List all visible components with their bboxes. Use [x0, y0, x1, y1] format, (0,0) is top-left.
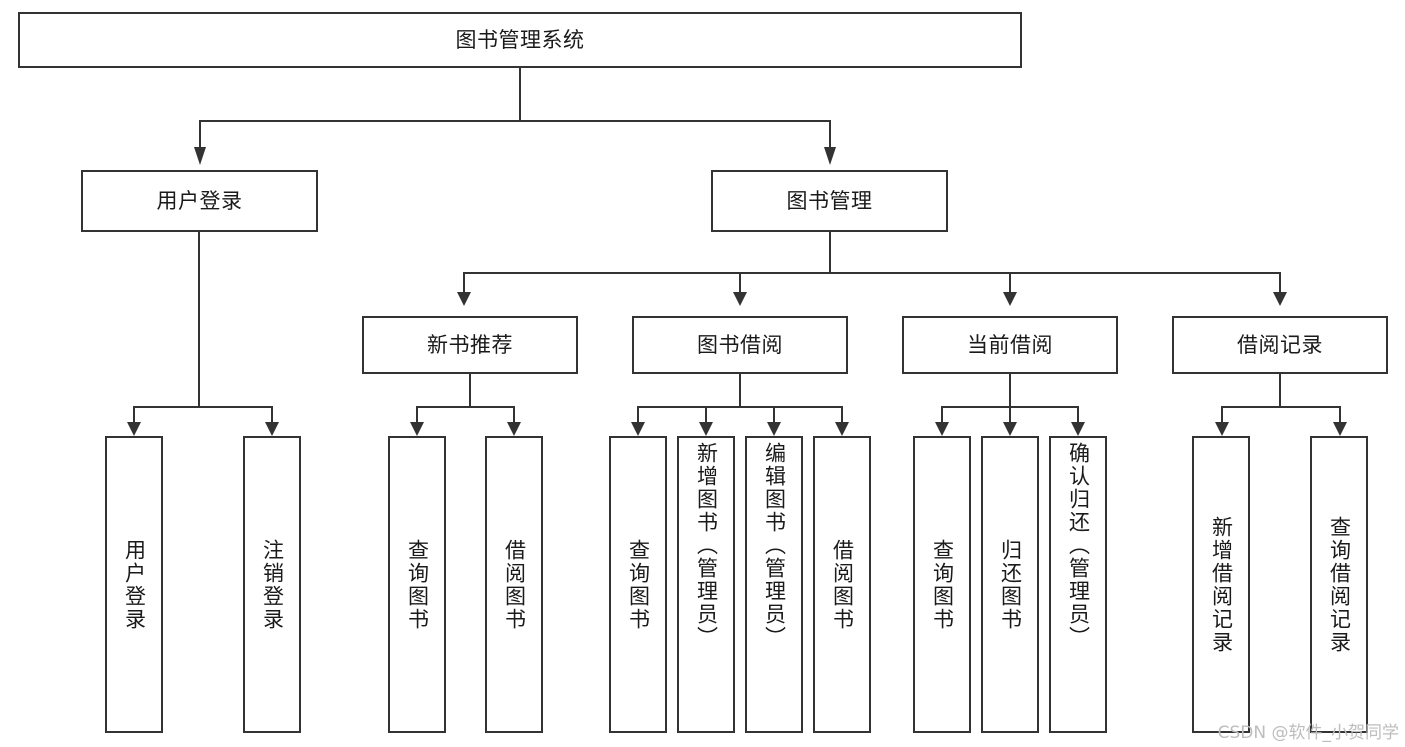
- arrow-level3-current-borrow: [1003, 292, 1017, 306]
- arrow-level3-book-borrow: [733, 292, 747, 306]
- leaf-book-borrow-borrow-book[interactable]: 借阅图书: [813, 436, 871, 733]
- connector-level3-drop-3: [1009, 272, 1011, 294]
- arrow-book-borrow-leaf-2: [699, 422, 713, 436]
- connector-level3-drop-2: [739, 272, 741, 294]
- node-label: 新书推荐: [427, 332, 513, 357]
- node-label: 借阅图书: [502, 538, 527, 631]
- leaf-user-login-login[interactable]: 用户登录: [105, 436, 163, 733]
- leaf-borrow-record-add-record[interactable]: 新增借阅记录: [1192, 436, 1250, 733]
- node-current-borrow[interactable]: 当前借阅: [902, 316, 1118, 374]
- node-label: 编辑图书（管理员）: [762, 442, 787, 649]
- arrow-book-borrow-leaf-1: [631, 422, 645, 436]
- connector-level3-drop-1: [463, 272, 465, 294]
- connector-new-book-drop-1: [416, 406, 418, 424]
- connector-user-login-drop-1: [133, 406, 135, 424]
- connector-book-borrow-stem: [739, 374, 741, 408]
- connector-book-borrow-drop-3: [773, 406, 775, 424]
- csdn-watermark: CSDN @软件_小贺同学: [1217, 723, 1399, 743]
- connector-current-borrow-stem: [1009, 374, 1011, 408]
- connector-current-borrow-drop-1: [941, 406, 943, 424]
- connector-root-stem: [519, 68, 521, 121]
- arrow-user-login-leaf-1: [127, 422, 141, 436]
- connector-level3-bus: [463, 272, 1280, 274]
- leaf-current-borrow-query-book[interactable]: 查询图书: [913, 436, 971, 733]
- node-new-book-recommend[interactable]: 新书推荐: [362, 316, 578, 374]
- node-label: 归还图书: [998, 538, 1023, 631]
- node-label: 注销登录: [260, 538, 285, 631]
- node-label: 用户登录: [156, 188, 243, 213]
- connector-new-book-bus: [416, 406, 515, 408]
- arrow-current-borrow-leaf-2: [1003, 422, 1017, 436]
- arrow-book-borrow-leaf-3: [767, 422, 781, 436]
- connector-book-management-stem: [829, 232, 831, 274]
- connector-borrow-record-stem: [1279, 374, 1281, 408]
- connector-root-to-user-login: [199, 120, 201, 148]
- connector-borrow-record-bus: [1221, 406, 1339, 408]
- connector-user-login-stem: [198, 232, 200, 408]
- connector-book-borrow-drop-4: [841, 406, 843, 424]
- connector-root-to-book-management: [829, 120, 831, 148]
- node-label: 确认归还（管理员）: [1066, 442, 1091, 649]
- connector-new-book-drop-2: [513, 406, 515, 424]
- leaf-book-borrow-edit-book-admin[interactable]: 编辑图书（管理员）: [745, 436, 803, 733]
- arrow-user-login-leaf-2: [265, 422, 279, 436]
- node-label: 查询图书: [405, 538, 430, 631]
- arrow-level3-borrow-record: [1273, 292, 1287, 306]
- leaf-book-borrow-add-book-admin[interactable]: 新增图书（管理员）: [677, 436, 735, 733]
- node-label: 查询图书: [626, 538, 651, 631]
- node-label: 借阅记录: [1237, 332, 1323, 357]
- connector-current-borrow-drop-3: [1077, 406, 1079, 424]
- node-label: 新增借阅记录: [1209, 515, 1234, 654]
- connector-root-bus: [199, 120, 831, 122]
- arrow-level3-new-book: [457, 292, 471, 306]
- node-label: 查询借阅记录: [1327, 515, 1352, 654]
- connector-book-borrow-drop-2: [705, 406, 707, 424]
- node-label: 用户登录: [122, 538, 147, 631]
- leaf-current-borrow-confirm-return-admin[interactable]: 确认归还（管理员）: [1049, 436, 1107, 733]
- node-label: 图书管理: [786, 188, 873, 213]
- arrow-borrow-record-leaf-1: [1215, 422, 1229, 436]
- connector-user-login-bus: [133, 406, 272, 408]
- arrow-current-borrow-leaf-1: [935, 422, 949, 436]
- node-user-login[interactable]: 用户登录: [81, 170, 318, 232]
- node-label: 图书管理系统: [455, 27, 585, 52]
- node-book-borrow[interactable]: 图书借阅: [632, 316, 848, 374]
- node-label: 当前借阅: [967, 332, 1053, 357]
- connector-book-borrow-bus: [637, 406, 841, 408]
- arrow-root-to-book-management: [824, 147, 836, 165]
- leaf-new-book-query-book[interactable]: 查询图书: [388, 436, 446, 733]
- node-label: 图书借阅: [697, 332, 783, 357]
- connector-current-borrow-drop-2: [1009, 406, 1011, 424]
- leaf-book-borrow-query-book[interactable]: 查询图书: [609, 436, 667, 733]
- arrow-current-borrow-leaf-3: [1071, 422, 1085, 436]
- arrow-borrow-record-leaf-2: [1333, 422, 1347, 436]
- node-label: 新增图书（管理员）: [694, 442, 719, 649]
- node-root-book-management-system[interactable]: 图书管理系统: [18, 12, 1022, 68]
- arrow-new-book-leaf-2: [507, 422, 521, 436]
- connector-book-borrow-drop-1: [637, 406, 639, 424]
- arrow-new-book-leaf-1: [410, 422, 424, 436]
- node-label: 借阅图书: [830, 538, 855, 631]
- connector-new-book-stem: [469, 374, 471, 408]
- leaf-user-login-logout[interactable]: 注销登录: [243, 436, 301, 733]
- connector-level3-drop-4: [1279, 272, 1281, 294]
- leaf-borrow-record-query-record[interactable]: 查询借阅记录: [1310, 436, 1368, 733]
- arrow-book-borrow-leaf-4: [835, 422, 849, 436]
- leaf-new-book-borrow-book[interactable]: 借阅图书: [485, 436, 543, 733]
- node-book-management[interactable]: 图书管理: [711, 170, 948, 232]
- connector-borrow-record-drop-2: [1339, 406, 1341, 424]
- arrow-root-to-user-login: [194, 147, 206, 165]
- node-label: 查询图书: [930, 538, 955, 631]
- connector-user-login-drop-2: [271, 406, 273, 424]
- connector-borrow-record-drop-1: [1221, 406, 1223, 424]
- node-borrow-record[interactable]: 借阅记录: [1172, 316, 1388, 374]
- leaf-current-borrow-return-book[interactable]: 归还图书: [981, 436, 1039, 733]
